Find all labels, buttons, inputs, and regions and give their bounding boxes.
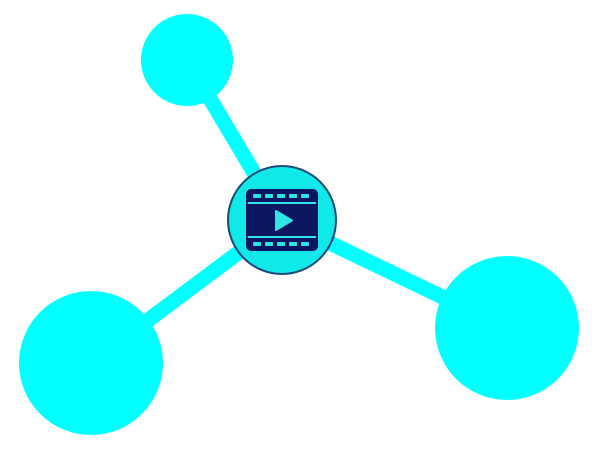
node-left <box>19 291 163 435</box>
node-top <box>141 14 233 106</box>
node-right <box>435 256 579 400</box>
center-node <box>227 165 337 275</box>
video-play-icon <box>246 189 318 251</box>
